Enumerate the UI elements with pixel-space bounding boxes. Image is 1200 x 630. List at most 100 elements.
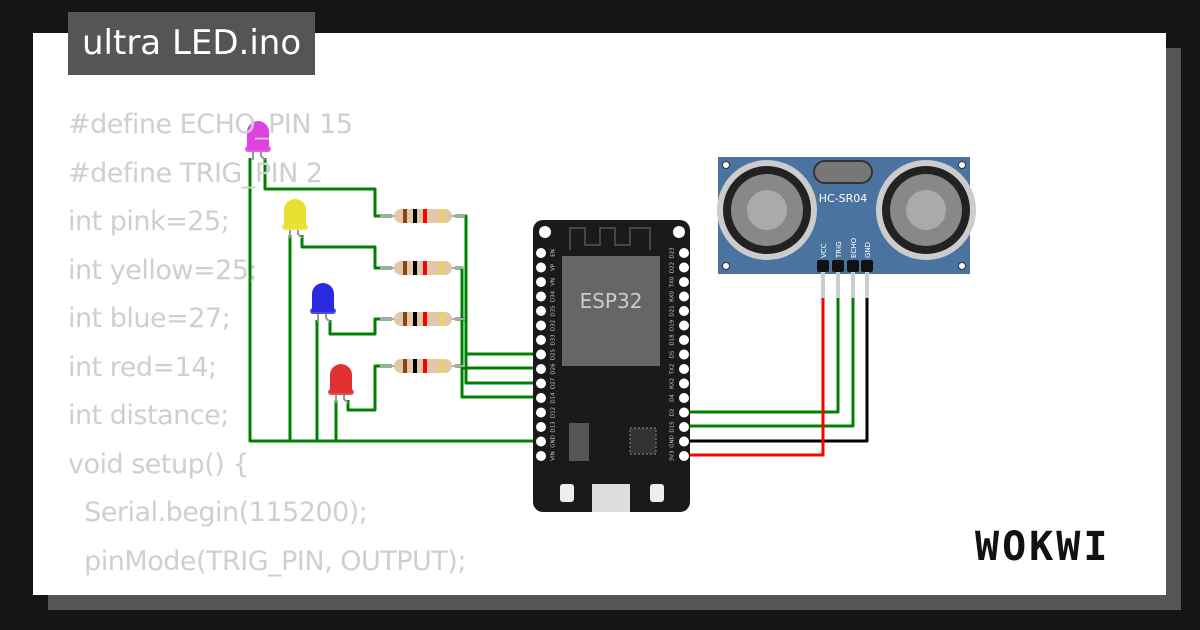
esp32-pin-d2[interactable] bbox=[679, 407, 689, 418]
sensor-pin-trig[interactable] bbox=[832, 260, 844, 272]
esp32-board[interactable]: ESP32ENVPVND34D35D32D33D25D26D27D14D12D1… bbox=[533, 220, 690, 512]
sensor-pin-label: TRIG bbox=[835, 241, 843, 259]
esp32-pin-d33[interactable] bbox=[536, 335, 546, 345]
mount-hole bbox=[539, 226, 551, 238]
sensor-pin-gnd[interactable] bbox=[861, 260, 873, 272]
wire-3v3-vcc[interactable] bbox=[684, 298, 825, 457]
esp32-pin-tx2[interactable] bbox=[679, 364, 689, 374]
voltage-regulator bbox=[569, 423, 589, 461]
wire-res1-d25[interactable] bbox=[455, 214, 541, 356]
esp32-pin-d5[interactable] bbox=[679, 349, 689, 360]
esp32-pin-tx0[interactable] bbox=[679, 277, 689, 287]
mount-hole bbox=[722, 161, 730, 169]
pin-label: D5 bbox=[670, 350, 676, 358]
pin-label: D21 bbox=[670, 305, 676, 316]
esp32-pin-d21[interactable] bbox=[679, 306, 689, 316]
led-yellow[interactable] bbox=[282, 199, 308, 239]
pin-label: D12 bbox=[551, 407, 557, 418]
esp32-pin-d18[interactable] bbox=[679, 335, 689, 345]
led-red[interactable] bbox=[328, 364, 354, 404]
pin-label: D34 bbox=[551, 290, 557, 302]
esp32-pin-gnd[interactable] bbox=[536, 436, 546, 447]
pin-label: TX0 bbox=[670, 276, 676, 288]
pin-label: RX2 bbox=[670, 378, 676, 389]
esp32-label: ESP32 bbox=[580, 289, 643, 313]
esp32-pin-d34[interactable] bbox=[536, 291, 546, 302]
sensor-pin-label: ECHO bbox=[850, 237, 858, 258]
antenna-trace bbox=[569, 227, 651, 250]
mount-hole bbox=[958, 262, 966, 270]
pin-label: RX0 bbox=[670, 290, 676, 302]
esp32-pin-d19[interactable] bbox=[679, 320, 689, 331]
resistor[interactable] bbox=[380, 312, 465, 326]
project-title: ultra LED.ino bbox=[68, 12, 316, 75]
esp32-pin-d23[interactable] bbox=[679, 248, 689, 258]
wire-gnd-gnd[interactable] bbox=[684, 298, 869, 443]
usb-port[interactable] bbox=[592, 484, 630, 512]
esp32-pin-gnd[interactable] bbox=[679, 436, 689, 447]
esp32-pin-d35[interactable] bbox=[536, 306, 546, 316]
wire-res3-d27[interactable] bbox=[455, 317, 541, 385]
sensor-label: HC-SR04 bbox=[819, 192, 868, 205]
esp32-pin-vin[interactable] bbox=[536, 451, 546, 461]
boot-button[interactable] bbox=[650, 484, 664, 502]
pin-label: D26 bbox=[551, 363, 557, 375]
esp32-pin-d4[interactable] bbox=[679, 393, 689, 403]
pin-label: D13 bbox=[551, 421, 557, 433]
pin-label: D33 bbox=[551, 334, 557, 346]
led-blue[interactable] bbox=[310, 283, 336, 323]
sensor-pin-echo[interactable] bbox=[847, 260, 859, 272]
resistor[interactable] bbox=[380, 261, 465, 275]
mount-hole bbox=[673, 226, 685, 238]
esp32-pin-d14[interactable] bbox=[536, 393, 546, 403]
pin-label: D2 bbox=[670, 409, 676, 417]
esp32-pin-d26[interactable] bbox=[536, 364, 546, 374]
pin-label: D18 bbox=[670, 334, 676, 346]
esp32-pin-d13[interactable] bbox=[536, 422, 546, 432]
led-pink[interactable] bbox=[245, 121, 271, 161]
wokwi-logo: WOKWI bbox=[975, 524, 1111, 570]
esp32-pin-d25[interactable] bbox=[536, 349, 546, 360]
pin-label: D15 bbox=[670, 421, 676, 433]
pin-label: D19 bbox=[670, 319, 676, 331]
wire-d15-echo[interactable] bbox=[684, 298, 855, 428]
wire-blue-res[interactable] bbox=[328, 317, 392, 336]
esp32-pin-vp[interactable] bbox=[536, 262, 546, 273]
resistor[interactable] bbox=[380, 359, 465, 373]
wire-red-res[interactable] bbox=[346, 364, 392, 412]
pin-label: VIN bbox=[551, 451, 557, 461]
sensor-pin-vcc[interactable] bbox=[817, 260, 829, 272]
pin-label: D27 bbox=[551, 377, 557, 389]
esp32-pin-rx0[interactable] bbox=[679, 291, 689, 302]
wire-yellow-res[interactable] bbox=[300, 235, 392, 270]
sensor-pin-label: GND bbox=[864, 242, 872, 258]
wire-pink-gnd[interactable] bbox=[248, 158, 541, 443]
crystal bbox=[813, 160, 873, 184]
wire-pink-res[interactable] bbox=[263, 158, 392, 218]
mount-hole bbox=[722, 262, 730, 270]
resistor[interactable] bbox=[380, 209, 465, 223]
pin-label: GND bbox=[670, 435, 676, 448]
esp32-pin-d22[interactable] bbox=[679, 262, 689, 273]
esp32-pin-en[interactable] bbox=[536, 248, 546, 258]
esp32-pin-d15[interactable] bbox=[679, 422, 689, 432]
en-button[interactable] bbox=[560, 484, 574, 502]
esp32-pin-d27[interactable] bbox=[536, 378, 546, 389]
wire-d2-trig[interactable] bbox=[684, 298, 840, 414]
esp32-pin-d32[interactable] bbox=[536, 320, 546, 331]
esp32-pin-d12[interactable] bbox=[536, 407, 546, 418]
pin-label: D14 bbox=[551, 392, 557, 404]
pin-label: D22 bbox=[670, 262, 676, 273]
mount-hole bbox=[958, 161, 966, 169]
esp32-pin-vn[interactable] bbox=[536, 277, 546, 287]
esp32-pin-3v3[interactable] bbox=[679, 451, 689, 461]
pin-label: D35 bbox=[551, 305, 557, 317]
pin-label: GND bbox=[551, 435, 557, 448]
pin-label: 3V3 bbox=[670, 450, 676, 461]
esp32-chip bbox=[562, 256, 660, 366]
pin-label: EN bbox=[551, 249, 557, 257]
pin-label: VN bbox=[551, 278, 557, 286]
pin-label: TX2 bbox=[670, 364, 676, 376]
esp32-pin-rx2[interactable] bbox=[679, 378, 689, 389]
